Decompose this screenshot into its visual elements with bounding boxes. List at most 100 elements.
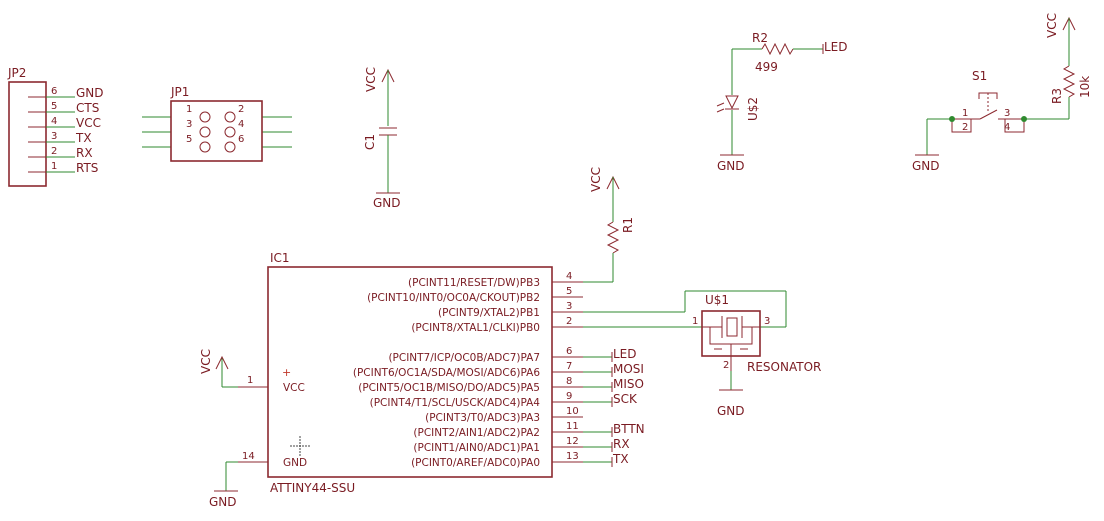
net-label: LED [613, 347, 637, 361]
led-u2[interactable]: U$2 GND [716, 49, 760, 173]
gnd-symbol: GND [717, 154, 745, 173]
s1-ref: S1 [972, 69, 987, 83]
r2-value: 499 [755, 60, 778, 74]
ic1-pin-num: 7 [566, 361, 572, 372]
ic1-pin-name: (PCINT7/ICP/OC0B/ADC7)PA7 [388, 352, 540, 364]
ic1-pin-num: 1 [247, 375, 253, 386]
net-label: SCK [613, 392, 638, 406]
ic1-pin-name: VCC [283, 382, 305, 394]
ic1-pin-num: 8 [566, 376, 572, 387]
ic1-pin-row[interactable]: (PCINT9/XTAL2)PB1 3 [438, 301, 583, 319]
vcc-supply-symbol: VCC [199, 349, 229, 374]
ic1-pin-num: 11 [566, 421, 579, 432]
jp2-pin-num: 1 [51, 161, 57, 172]
jp1-pin-num: 2 [238, 104, 244, 115]
resonator-pin-num: 3 [764, 316, 770, 327]
supply-label: GND [373, 196, 401, 210]
net-label: VCC [76, 116, 101, 130]
c1-ref: C1 [363, 134, 377, 150]
resonator-u1[interactable]: U$1 1 2 3 RESONATOR GND [692, 293, 821, 418]
r1-ref: R1 [621, 217, 635, 233]
jp1-pin-num: 4 [238, 119, 244, 130]
vcc-supply-symbol: VCC [589, 167, 620, 192]
ic1-pin-name: (PCINT5/OC1B/MISO/DO/ADC5)PA5 [358, 382, 540, 394]
origin-marker: + [282, 366, 291, 379]
led-ref: U$2 [746, 97, 760, 121]
ic1-pin-name: (PCINT10/INT0/OC0A/CKOUT)PB2 [367, 292, 540, 304]
ic1-pin-num: 14 [242, 451, 255, 462]
r3-resistor[interactable]: VCC R3 10k [1045, 13, 1092, 119]
jp2-header[interactable]: JP2 6 5 4 3 2 1 GND CTS VCC TX RX RTS [7, 66, 104, 187]
resonator-pin-num: 2 [723, 360, 729, 371]
net-label: LED [824, 40, 848, 54]
net-label: RX [76, 146, 93, 160]
ic1-right-pins: (PCINT11/RESET/DW)PB34(PCINT10/INT0/OC0A… [353, 271, 645, 469]
ic1-part-name: ATTINY44-SSU [270, 481, 355, 495]
gnd-symbol: GND [912, 154, 940, 173]
ic1-pin-name: GND [283, 457, 307, 469]
r3-ref: R3 [1050, 88, 1064, 104]
net-label: CTS [76, 101, 99, 115]
jp2-pin-num: 6 [51, 86, 57, 97]
supply-label: GND [717, 404, 745, 418]
r2-resistor[interactable]: R2 LED 499 [732, 31, 848, 74]
ic1-pin-name: (PCINT2/AIN1/ADC2)PA2 [413, 427, 540, 439]
jp2-pin-rows [28, 96, 75, 173]
ic1-pin-num: 13 [566, 451, 579, 462]
net-label: RX [613, 437, 630, 451]
ic1-pin-num: 10 [566, 406, 579, 417]
r3-value: 10k [1078, 76, 1092, 98]
ic1-pin-name: (PCINT6/OC1A/SDA/MOSI/ADC6)PA6 [353, 367, 540, 379]
ic1-pin-name: (PCINT11/RESET/DW)PB3 [408, 277, 540, 289]
s1-pin-num: 1 [962, 108, 968, 119]
ic1-pin-row[interactable]: (PCINT6/OC1A/SDA/MOSI/ADC6)PA6 7 MOSI [353, 361, 644, 379]
s1-switch[interactable]: S1 1 2 3 4 GND [912, 69, 1069, 173]
vcc-supply-symbol: VCC [1045, 13, 1076, 38]
s1-pin-num: 4 [1004, 122, 1010, 133]
ic1-pin-row[interactable]: (PCINT2/AIN1/ADC2)PA2 11 BTTN [413, 421, 644, 439]
resonator-pin-num: 1 [692, 316, 698, 327]
ic1-pin-num: 3 [566, 301, 572, 312]
net-label: MOSI [613, 362, 644, 376]
ic1-attiny44[interactable]: IC1 ATTINY44-SSU + 1 VCC VCC 14 GND GND … [199, 251, 645, 509]
resonator-name: RESONATOR [747, 360, 821, 374]
supply-label: VCC [199, 349, 213, 374]
jp1-pin-num: 3 [186, 119, 192, 130]
net-label: TX [612, 452, 629, 466]
ic1-pin-num: 5 [566, 286, 572, 297]
ic1-pin-num: 9 [566, 391, 572, 402]
r1-resistor[interactable]: VCC R1 [583, 167, 635, 283]
jp1-header[interactable]: JP1 1 2 3 4 5 6 [142, 85, 292, 162]
c1-capacitor[interactable]: VCC C1 GND [363, 67, 401, 210]
ic1-pin-row[interactable]: (PCINT10/INT0/OC0A/CKOUT)PB2 5 [367, 286, 583, 304]
jp2-ref: JP2 [7, 66, 26, 80]
net-label: TX [75, 131, 92, 145]
jp2-pin-num: 3 [51, 131, 57, 142]
ic1-ref: IC1 [270, 251, 290, 265]
net-label: RTS [76, 161, 98, 175]
supply-label: VCC [589, 167, 603, 192]
supply-label: VCC [364, 67, 378, 92]
s1-pin-num: 2 [962, 122, 968, 133]
ic1-pin-name: (PCINT9/XTAL2)PB1 [438, 307, 540, 319]
ic1-pin-num: 6 [566, 346, 572, 357]
ic1-pin-num: 12 [566, 436, 579, 447]
gnd-symbol: GND [209, 490, 238, 509]
jp1-pin-num: 5 [186, 134, 192, 145]
gnd-symbol: GND [373, 192, 401, 210]
ic1-pin-num: 2 [566, 316, 572, 327]
ic1-pin-row[interactable]: (PCINT7/ICP/OC0B/ADC7)PA7 6 LED [388, 346, 636, 364]
net-label: GND [76, 86, 104, 100]
resonator-ref: U$1 [705, 293, 729, 307]
s1-pin-num: 3 [1004, 108, 1010, 119]
supply-label: VCC [1045, 13, 1059, 38]
net-label: BTTN [613, 422, 645, 436]
